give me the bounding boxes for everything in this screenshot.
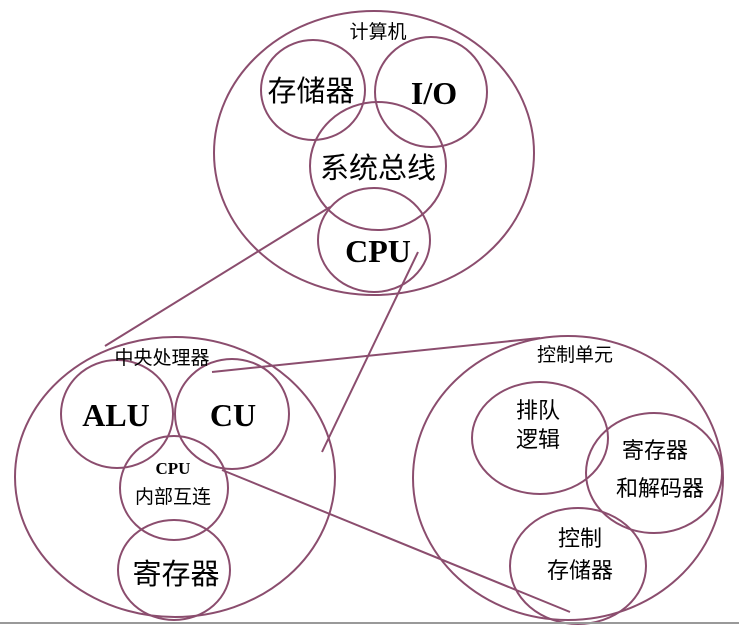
computer-title: 计算机	[349, 21, 406, 43]
registers-label: 寄存器	[132, 557, 219, 591]
cu-label: CU	[210, 397, 256, 433]
computer-circle	[213, 10, 535, 296]
system-bus-circle	[309, 101, 447, 231]
sequencing-logic-circle	[471, 381, 609, 495]
system-bus-label: 系统总线	[320, 151, 436, 185]
connector-cu-top	[211, 337, 541, 373]
memory-label: 存储器	[267, 74, 354, 108]
ctrlmem-label-1: 控制	[558, 527, 602, 552]
cpu-detail-title: 中央处理器	[114, 347, 209, 369]
connector-cu-bottom	[221, 469, 571, 613]
sequencing-label-1: 排队	[516, 399, 560, 424]
cpu-label: CPU	[345, 233, 411, 269]
sequencing-label-2: 逻辑	[516, 428, 560, 453]
cu-detail-circle	[412, 335, 724, 621]
registers-circle	[117, 519, 231, 621]
alu-label: ALU	[82, 397, 150, 433]
interconnect-label-2: 内部互连	[135, 486, 211, 508]
cpu-detail-circle	[14, 336, 336, 618]
cu-circle	[174, 358, 290, 470]
regdec-label-2: 和解码器	[616, 477, 704, 502]
interconnect-label-1: CPU	[156, 459, 191, 478]
interconnect-circle	[119, 435, 229, 541]
connector-cpu-left	[104, 206, 331, 347]
ctrlmem-label-2: 存储器	[547, 559, 613, 584]
cu-detail-title: 控制单元	[537, 344, 613, 366]
regdec-label-1: 寄存器	[622, 439, 688, 464]
alu-circle	[60, 359, 174, 469]
io-label: I/O	[411, 75, 457, 111]
cpu-circle	[317, 187, 431, 293]
register-decoder-circle	[585, 412, 723, 534]
io-circle	[374, 36, 488, 148]
memory-circle	[260, 39, 366, 141]
